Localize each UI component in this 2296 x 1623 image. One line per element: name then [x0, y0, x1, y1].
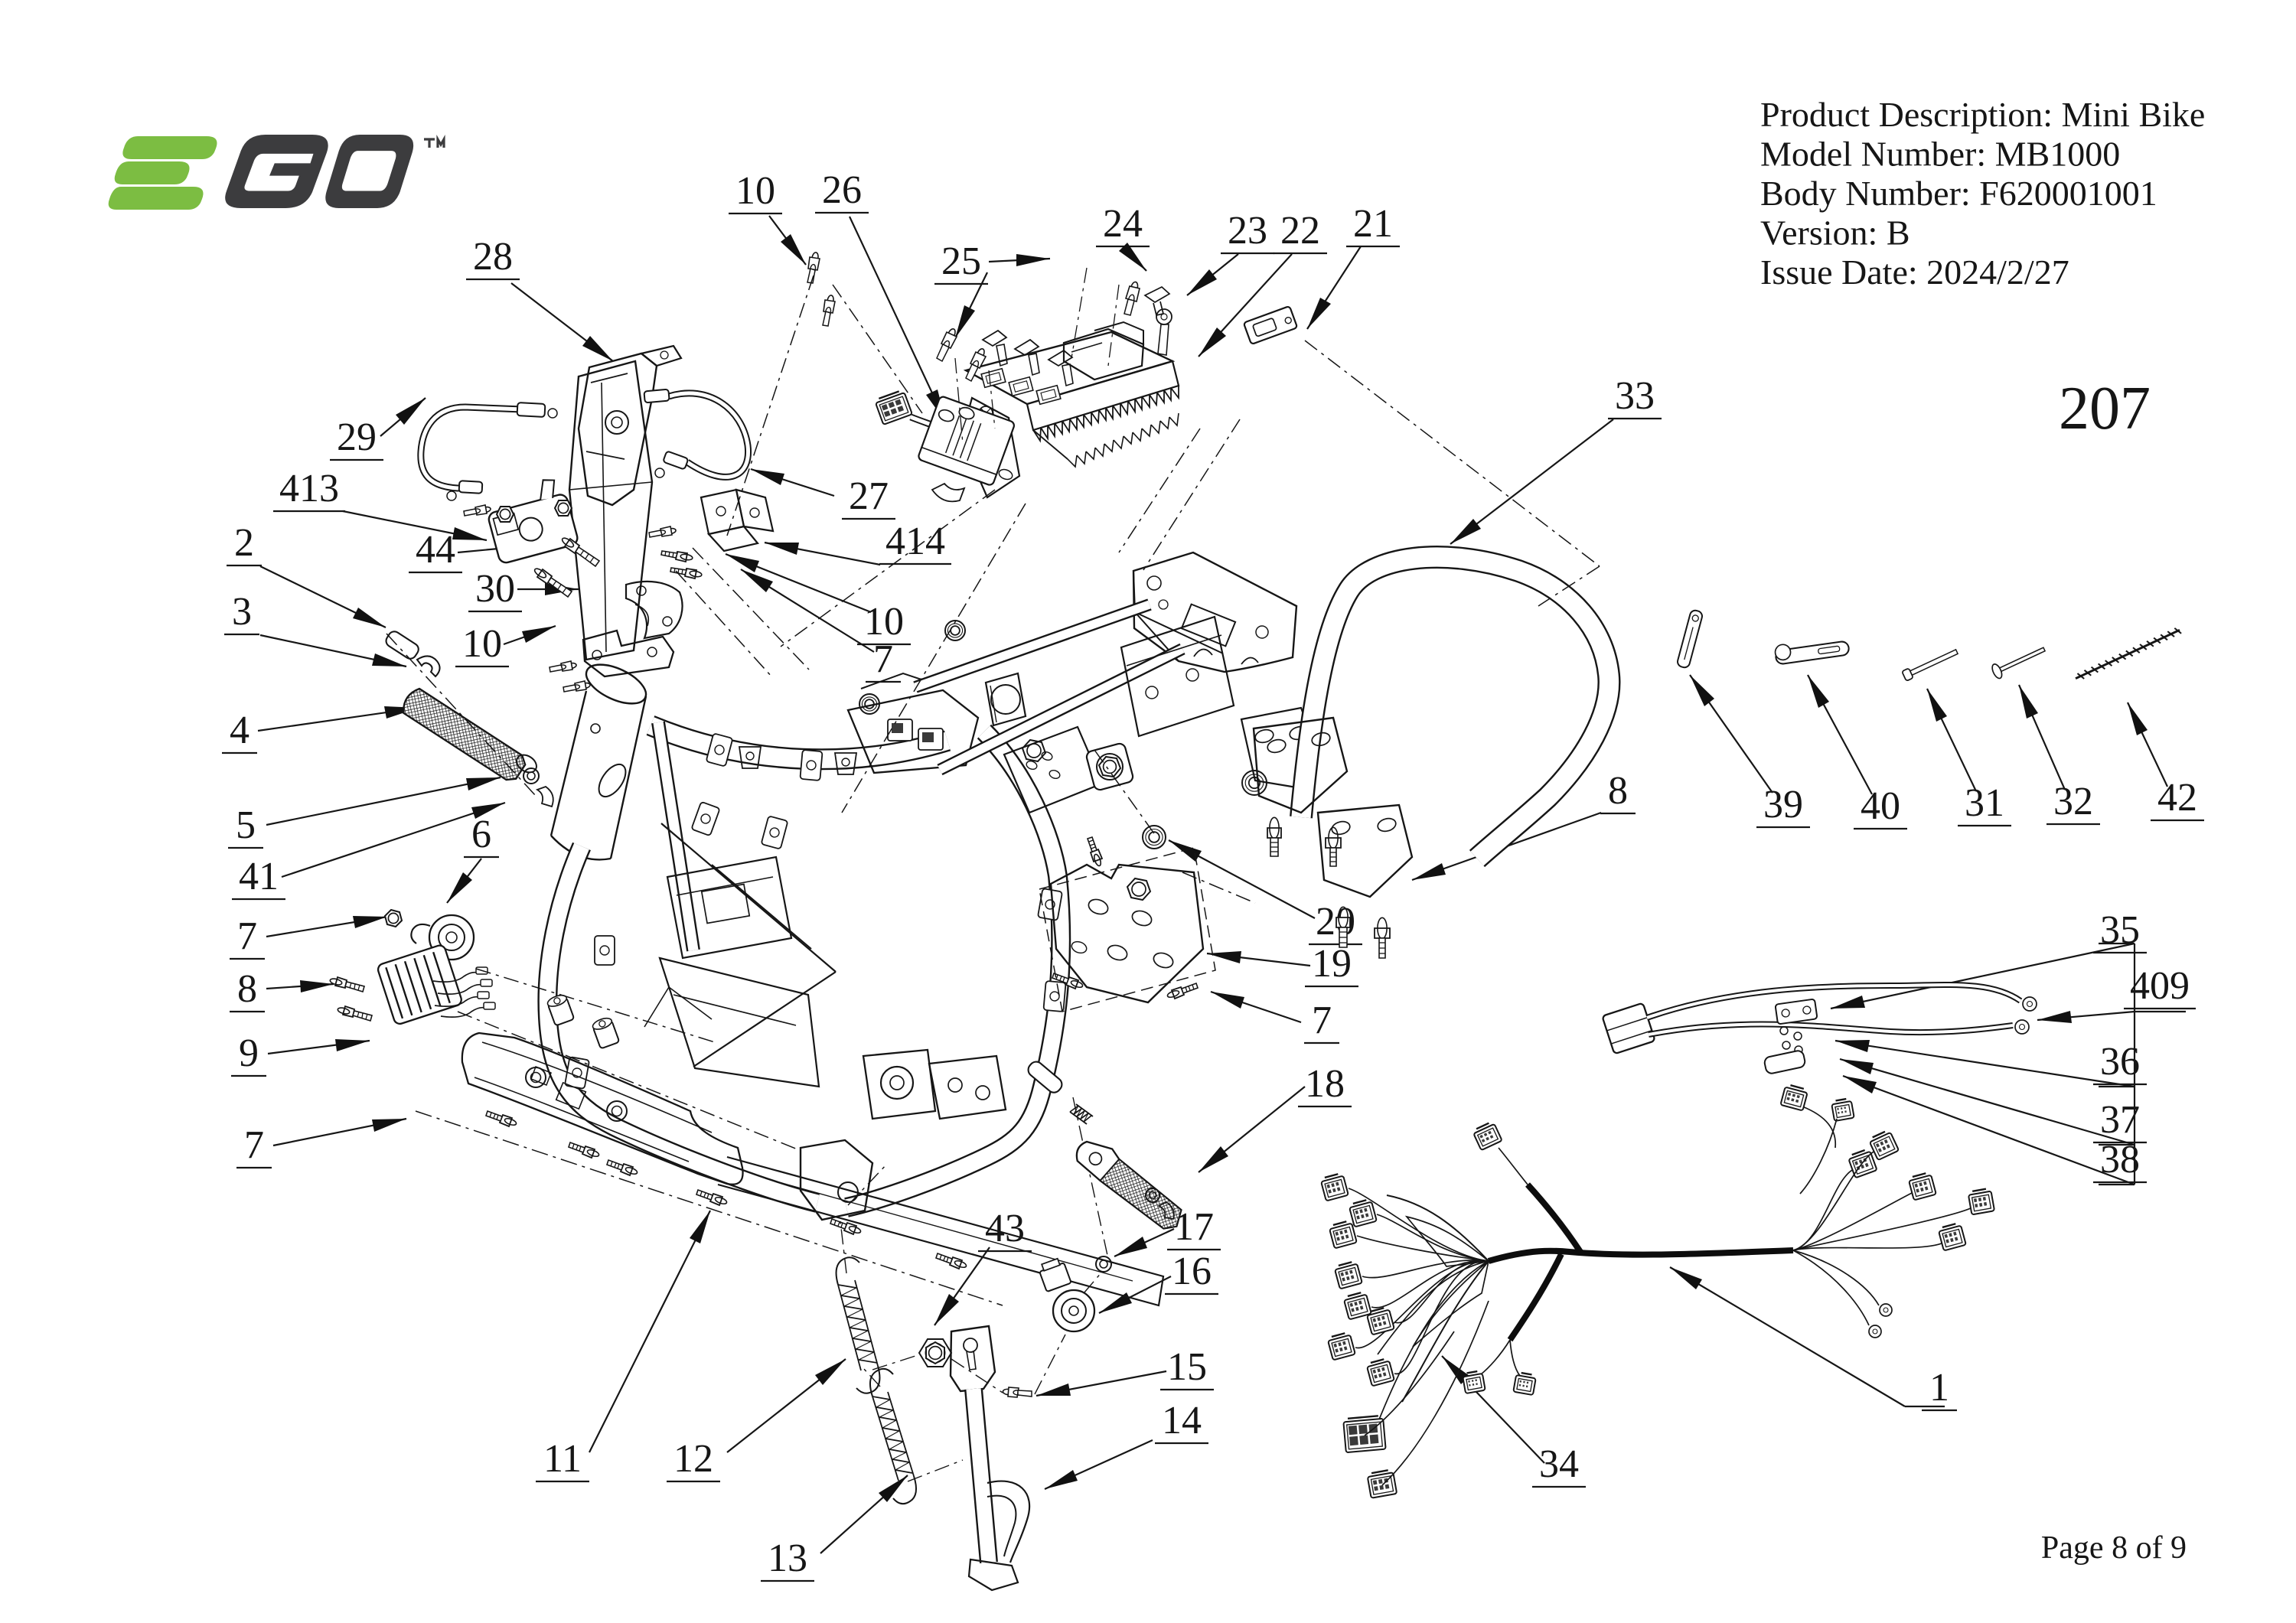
svg-text:Model Number: MB1000: Model Number: MB1000: [1760, 135, 2120, 174]
svg-text:409: 409: [2130, 964, 2190, 1008]
svg-text:7: 7: [1312, 999, 1332, 1042]
svg-text:2: 2: [234, 521, 254, 565]
svg-text:26: 26: [822, 168, 862, 212]
svg-text:8: 8: [237, 967, 257, 1011]
svg-text:33: 33: [1615, 374, 1655, 418]
svg-text:1: 1: [1929, 1366, 1949, 1410]
svg-text:32: 32: [2053, 780, 2093, 823]
svg-text:Issue Date: 2024/2/27: Issue Date: 2024/2/27: [1760, 253, 2069, 292]
svg-text:Body Number: F620001001: Body Number: F620001001: [1760, 174, 2157, 213]
svg-text:414: 414: [885, 520, 945, 563]
svg-text:Product Description: Mini Bike: Product Description: Mini Bike: [1760, 95, 2205, 134]
svg-text:4: 4: [230, 709, 249, 752]
svg-text:37: 37: [2100, 1098, 2140, 1142]
svg-text:Version: B: Version: B: [1760, 213, 1910, 253]
svg-text:31: 31: [1965, 781, 2004, 825]
svg-text:42: 42: [2157, 776, 2197, 820]
svg-text:44: 44: [416, 528, 455, 572]
svg-text:18: 18: [1305, 1062, 1345, 1106]
svg-text:7: 7: [237, 914, 257, 958]
svg-text:29: 29: [337, 416, 377, 459]
svg-text:22: 22: [1280, 209, 1320, 253]
svg-text:5: 5: [236, 803, 256, 847]
svg-text:413: 413: [279, 467, 339, 510]
svg-text:30: 30: [475, 567, 515, 611]
svg-text:Page 8 of 9: Page 8 of 9: [2041, 1530, 2187, 1566]
svg-text:7: 7: [873, 637, 893, 681]
svg-text:11: 11: [543, 1437, 582, 1481]
svg-text:24: 24: [1103, 202, 1143, 246]
svg-text:10: 10: [462, 622, 502, 666]
svg-text:9: 9: [239, 1031, 259, 1075]
svg-text:28: 28: [473, 235, 513, 279]
svg-text:8: 8: [1608, 769, 1628, 813]
svg-text:207: 207: [2059, 375, 2151, 442]
svg-text:16: 16: [1172, 1250, 1212, 1293]
svg-text:14: 14: [1162, 1399, 1202, 1442]
svg-text:10: 10: [735, 169, 775, 213]
svg-text:12: 12: [673, 1437, 713, 1481]
svg-text:7: 7: [244, 1123, 264, 1167]
svg-text:19: 19: [1312, 942, 1352, 986]
svg-text:23: 23: [1228, 209, 1267, 253]
svg-text:40: 40: [1861, 784, 1900, 828]
svg-text:3: 3: [232, 590, 252, 634]
svg-text:15: 15: [1167, 1345, 1207, 1389]
svg-text:36: 36: [2100, 1040, 2140, 1084]
svg-text:27: 27: [849, 474, 889, 518]
svg-text:10: 10: [864, 600, 904, 644]
svg-text:25: 25: [941, 240, 981, 283]
svg-text:41: 41: [239, 855, 279, 898]
svg-text:6: 6: [471, 813, 491, 856]
svg-text:13: 13: [768, 1537, 807, 1580]
svg-text:34: 34: [1539, 1442, 1579, 1486]
svg-text:21: 21: [1353, 202, 1393, 246]
svg-text:35: 35: [2100, 908, 2140, 952]
